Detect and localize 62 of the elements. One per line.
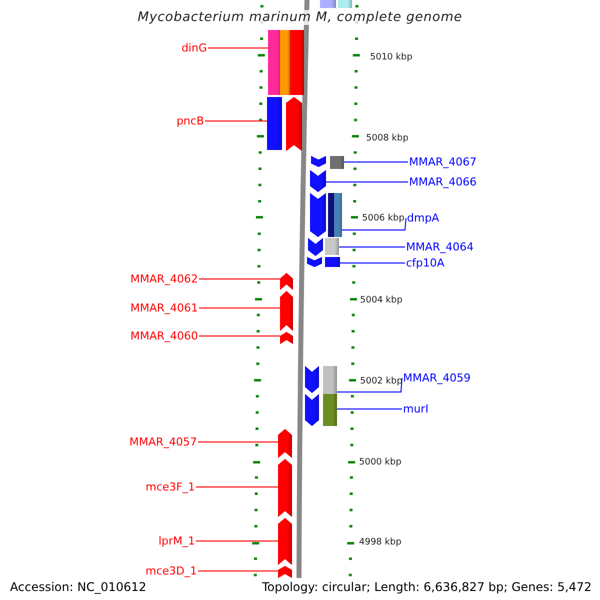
gene-block: [308, 238, 323, 256]
gene-block: [310, 170, 326, 192]
gene-block: [278, 566, 292, 578]
gene-block: [278, 459, 292, 517]
scale-label: 4998 kbp: [359, 538, 402, 548]
gene-bar: [268, 30, 281, 95]
gene-label: MMAR_4067: [409, 156, 477, 168]
title: Mycobacterium marinum M, complete genome: [138, 10, 462, 25]
leader-line: [338, 246, 406, 248]
scale-label: 5010 kbp: [370, 52, 412, 64]
leader-line: [340, 262, 406, 264]
gene-label: lprM_1: [158, 534, 195, 548]
gene-block: [311, 156, 326, 167]
gene-bar: [267, 97, 282, 150]
leader-line: [342, 218, 406, 230]
gene-label: MMAR_4059: [403, 372, 471, 384]
gene-label: cfp10A: [406, 256, 444, 270]
gene-label: MMAR_4061: [130, 302, 198, 314]
gene-block: [305, 394, 319, 426]
gene-bar: [325, 257, 340, 267]
gene-label: mce3D_1: [146, 564, 197, 578]
gene-bar: [334, 193, 342, 237]
gene-bar: [325, 238, 339, 255]
gene-block: [278, 518, 292, 565]
gene-block: [286, 97, 302, 151]
gene-label: MMAR_4057: [129, 436, 197, 448]
leader-line: [204, 120, 268, 122]
gene-block: [280, 273, 293, 290]
gene-block: [307, 257, 322, 267]
gene-block: [278, 429, 292, 458]
scale-label: 5004 kbp: [360, 296, 402, 306]
info-text: Accession: NC_010612: [10, 580, 146, 594]
gene-block: [310, 193, 326, 237]
info-text: Topology: circular; Length: 6,636,827 bp; Genes: 5,472: [262, 580, 592, 594]
gene-label: MMAR_4060: [130, 330, 198, 342]
gene-bar: [323, 394, 337, 426]
gene-label: dmpA: [407, 212, 440, 224]
gene-label: pncB: [176, 114, 204, 128]
gene-label: MMAR_4066: [409, 176, 477, 188]
leader-line: [198, 570, 278, 572]
gene-label: MMAR_4062: [130, 272, 198, 286]
gene-block: [280, 291, 293, 331]
gene-bar: [290, 30, 304, 95]
gene-bar: [323, 366, 337, 394]
scale-label: 5006 kbp: [362, 214, 404, 224]
leader-line: [196, 486, 278, 488]
gene-label: mce3F_1: [146, 480, 195, 494]
gene-block: [280, 332, 293, 344]
leader-line: [198, 278, 280, 280]
leader-line: [336, 408, 402, 410]
gene-label: MMAR_4064: [406, 240, 474, 254]
leader-line: [196, 540, 278, 542]
gene-bar: [280, 30, 290, 95]
gene-label: dinG: [181, 42, 207, 54]
gene-label: murI: [403, 402, 428, 416]
scale-label: 5000 kbp: [359, 458, 402, 468]
gene-bar: [330, 156, 344, 169]
gene-bar: [320, 0, 336, 8]
gene-block: [305, 366, 319, 393]
scale-label: 5008 kbp: [366, 134, 408, 144]
gene-bar: [338, 0, 352, 8]
gene-bar: [328, 193, 334, 237]
